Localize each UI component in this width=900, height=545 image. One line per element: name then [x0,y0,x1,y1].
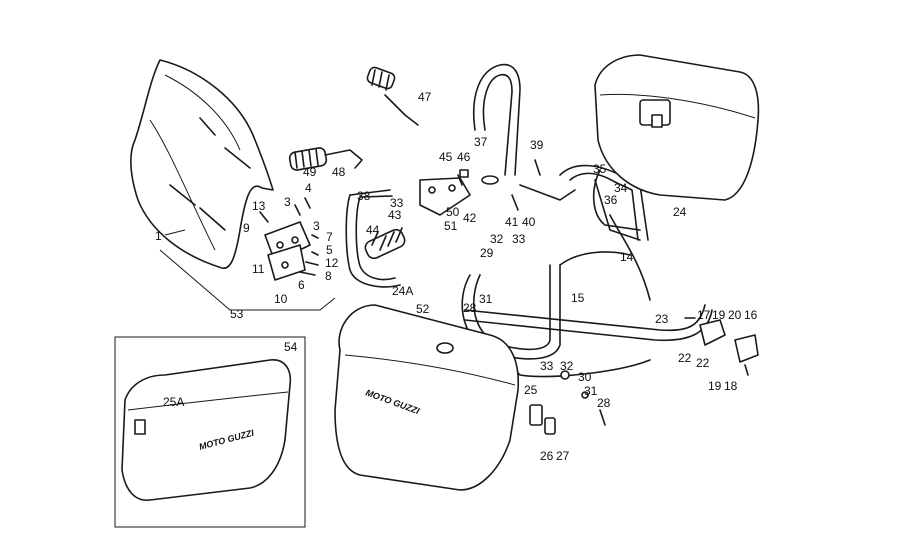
label-15: 15 [571,291,585,305]
label-24A: 24A [392,284,413,298]
label-52: 52 [416,302,430,316]
label-34: 34 [614,181,628,195]
label-33: 33 [390,196,404,210]
label-19a: 19 [712,308,726,322]
passenger-handle [345,189,401,288]
label-48: 48 [332,165,346,179]
label-33c: 33 [540,359,554,373]
top-case [594,54,760,201]
front-footpeg [288,147,363,171]
label-50: 50 [446,205,460,219]
label-7: 7 [326,230,333,244]
label-6: 6 [298,278,305,292]
lock-parts [529,370,606,435]
label-31a: 31 [479,292,493,306]
label-46: 46 [457,150,471,164]
label-54: 54 [284,340,298,354]
label-39: 39 [530,138,544,152]
label-32b: 32 [560,359,574,373]
label-30: 30 [578,370,592,384]
label-13: 13 [252,199,266,213]
windshield-leaders [159,229,336,311]
label-28b: 28 [597,396,611,410]
label-36: 36 [604,193,618,207]
label-42: 42 [463,211,477,225]
label-53: 53 [230,307,244,321]
label-51: 51 [444,219,458,233]
inset-box: MOTO GUZZI [114,336,306,528]
label-9: 9 [243,221,250,235]
label-11: 11 [252,262,265,276]
label-23: 23 [655,312,669,326]
label-26: 26 [540,449,554,463]
label-19b: 19 [708,379,722,393]
upper-tube [472,63,521,185]
label-40: 40 [522,215,536,229]
label-41: 41 [505,215,519,229]
passenger-footrest [364,227,406,260]
label-25A: 25A [163,395,184,409]
label-28a: 28 [463,301,477,315]
label-49: 49 [303,165,317,179]
footrest-plate [419,177,471,216]
mounting-bracket-assembly [259,197,319,281]
label-33b: 33 [512,232,526,246]
label-45: 45 [439,150,453,164]
label-20: 20 [728,308,742,322]
label-27: 27 [556,449,570,463]
label-16: 16 [744,308,758,322]
label-37: 37 [474,135,488,149]
side-case: MOTO GUZZI [334,304,520,491]
rear-footpeg [366,66,419,126]
label-1: 1 [155,229,162,243]
label-43: 43 [388,208,402,222]
label-22a: 22 [678,351,692,365]
label-35: 35 [593,162,607,176]
label-14: 14 [620,250,634,264]
label-38: 38 [357,189,371,203]
label-24: 24 [673,205,687,219]
label-12: 12 [325,256,339,270]
label-22b: 22 [696,356,710,370]
label-8: 8 [325,269,332,283]
label-3b: 3 [313,219,320,233]
label-29: 29 [480,246,494,260]
label-32a: 32 [490,232,504,246]
latch-brackets [684,317,759,376]
small-fasteners [457,159,576,211]
label-18: 18 [724,379,738,393]
part-labels: 1 53 13 9 3 4 3 7 5 12 8 6 10 11 49 48 4… [155,90,758,463]
label-3a: 3 [284,195,291,209]
label-10: 10 [274,292,288,306]
label-17: 17 [697,308,711,322]
label-4: 4 [305,181,312,195]
label-31b: 31 [584,384,598,398]
windshield [130,59,274,269]
label-5: 5 [326,243,333,257]
label-25: 25 [524,383,538,397]
label-44: 44 [366,223,380,237]
label-47: 47 [418,90,432,104]
